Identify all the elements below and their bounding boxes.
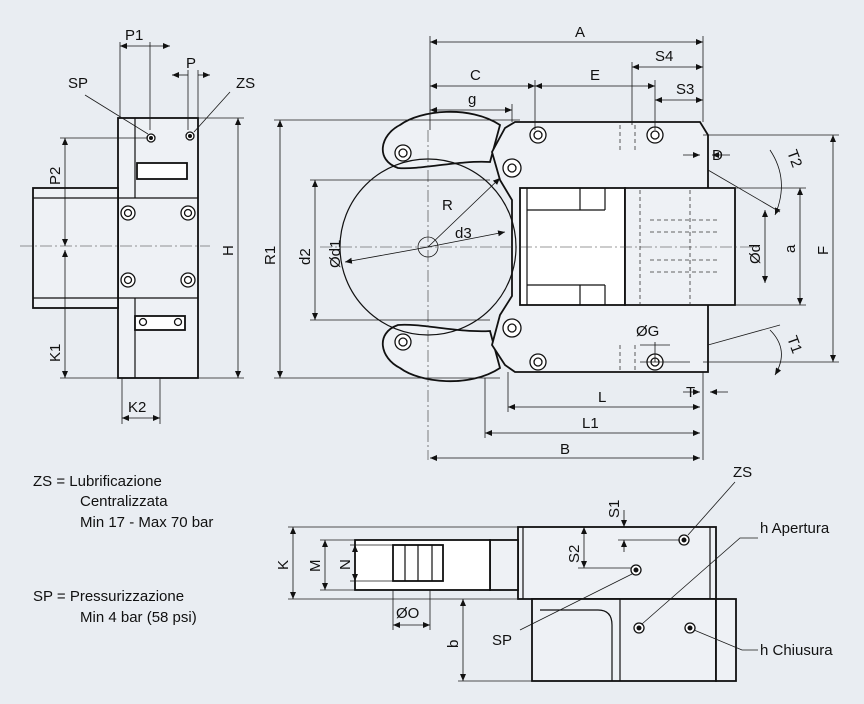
legend-sp-line1: SP = Pressurizzazione [33, 588, 184, 605]
front-view: ZS h Apertura h Chiusura SP K M N ØO b S… [275, 464, 833, 682]
dim-g-diameter: ØG [636, 323, 659, 340]
legend-zs-line2: Centralizzata [80, 493, 168, 510]
dim-d2: d2 [297, 248, 314, 265]
dim-r: R [442, 197, 453, 214]
dim-s2: S2 [566, 545, 583, 563]
dim-p2: P2 [47, 167, 64, 185]
legend-zs-line1: ZS = Lubrificazione [33, 473, 162, 490]
dim-h: H [220, 245, 237, 256]
dim-f: F [815, 246, 832, 255]
dim-c: C [470, 67, 481, 84]
callout-sp-bottom: SP [492, 632, 512, 649]
dim-t: T [686, 384, 695, 401]
dim-d-upper: D [712, 147, 723, 164]
dim-r1: R1 [262, 246, 279, 265]
legend-sp-line2: Min 4 bar (58 psi) [80, 609, 197, 626]
dim-b-lower: b [445, 640, 462, 648]
dim-g: g [468, 91, 476, 108]
side-body [117, 117, 199, 379]
top-view: A C E g S4 S3 D T2 T1 T L L1 B R d3 R1 d… [262, 24, 839, 461]
dim-s1: S1 [606, 500, 623, 518]
dim-e: E [590, 67, 600, 84]
side-cylinder [32, 187, 119, 309]
callout-h-chiusura: h Chiusura [760, 642, 833, 659]
dim-p1: P1 [125, 27, 143, 44]
dim-s4: S4 [655, 48, 673, 65]
dim-m: M [307, 560, 324, 573]
dim-b: B [560, 441, 570, 458]
dim-a-lower: a [782, 244, 799, 253]
dim-d: Ød [747, 244, 764, 264]
dim-d3: d3 [455, 225, 472, 242]
dim-l1: L1 [582, 415, 599, 432]
dim-a: A [575, 24, 585, 41]
dim-p: P [186, 55, 196, 72]
dim-s3: S3 [676, 81, 694, 98]
legend: ZS = Lubrificazione Centralizzata Min 17… [33, 473, 213, 626]
dim-k2: K2 [128, 399, 146, 416]
dim-d1: Ød1 [327, 240, 344, 268]
dim-k1: K1 [47, 344, 64, 362]
dim-n: N [337, 559, 354, 570]
side-view: P1 P SP ZS P2 K1 H K2 [20, 27, 255, 424]
callout-h-apertura: h Apertura [760, 520, 830, 537]
dim-l: L [598, 389, 606, 406]
callout-sp: SP [68, 75, 88, 92]
legend-zs-line3: Min 17 - Max 70 bar [80, 514, 213, 531]
dim-o: ØO [396, 605, 419, 622]
dim-t1: T1 [783, 334, 805, 356]
dim-k: K [275, 560, 292, 570]
dim-t2: T2 [783, 148, 805, 170]
callout-zs: ZS [236, 75, 255, 92]
callout-zs-bottom: ZS [733, 464, 752, 481]
